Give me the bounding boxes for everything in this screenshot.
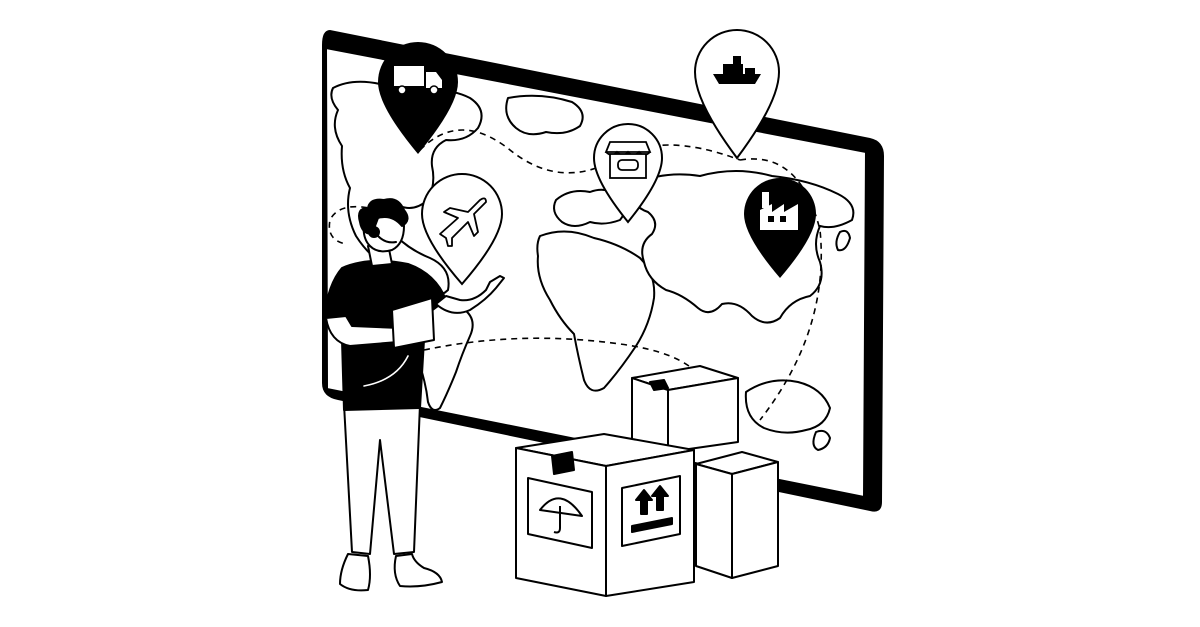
- box-front: [515, 433, 695, 597]
- continent-africa: [536, 230, 656, 392]
- store-icon: [604, 141, 652, 179]
- factory-icon: [760, 192, 798, 230]
- tablet-icon: [391, 297, 435, 349]
- headset-icon: [368, 226, 397, 244]
- map-pin-airplane: [420, 173, 504, 286]
- route-path-2: [739, 158, 823, 421]
- route-path-3: [423, 337, 701, 377]
- continent-australia: [744, 379, 831, 434]
- this-side-up-icon: [621, 475, 681, 547]
- map-pin-ship: [693, 29, 781, 160]
- continent-greenland: [505, 94, 584, 136]
- cardboard-boxes: [515, 365, 779, 597]
- map-pin-factory: [744, 178, 816, 278]
- worker-right-arm: [435, 275, 505, 314]
- continent-europe: [553, 188, 626, 227]
- box-right: [695, 451, 779, 579]
- box-tape: [649, 379, 669, 391]
- route-path-1: [419, 129, 741, 174]
- route-lines: [328, 129, 823, 421]
- ship-icon: [713, 56, 761, 84]
- truck-icon: [394, 66, 442, 95]
- umbrella-icon: [527, 477, 593, 549]
- worker-left-arm: [325, 315, 401, 347]
- logistics-worker: [323, 198, 505, 592]
- box-top: [631, 365, 739, 453]
- pin-shape: [693, 29, 781, 160]
- island-japan: [835, 229, 851, 252]
- worker-right-shoe: [393, 553, 443, 588]
- airplane-icon: [439, 197, 487, 247]
- box-tape: [551, 451, 575, 475]
- map-pin-store: [592, 123, 664, 224]
- map-pin-truck: [378, 42, 458, 154]
- island-nz: [812, 429, 831, 451]
- worker-left-shoe: [339, 553, 371, 592]
- worker-legs: [343, 403, 421, 555]
